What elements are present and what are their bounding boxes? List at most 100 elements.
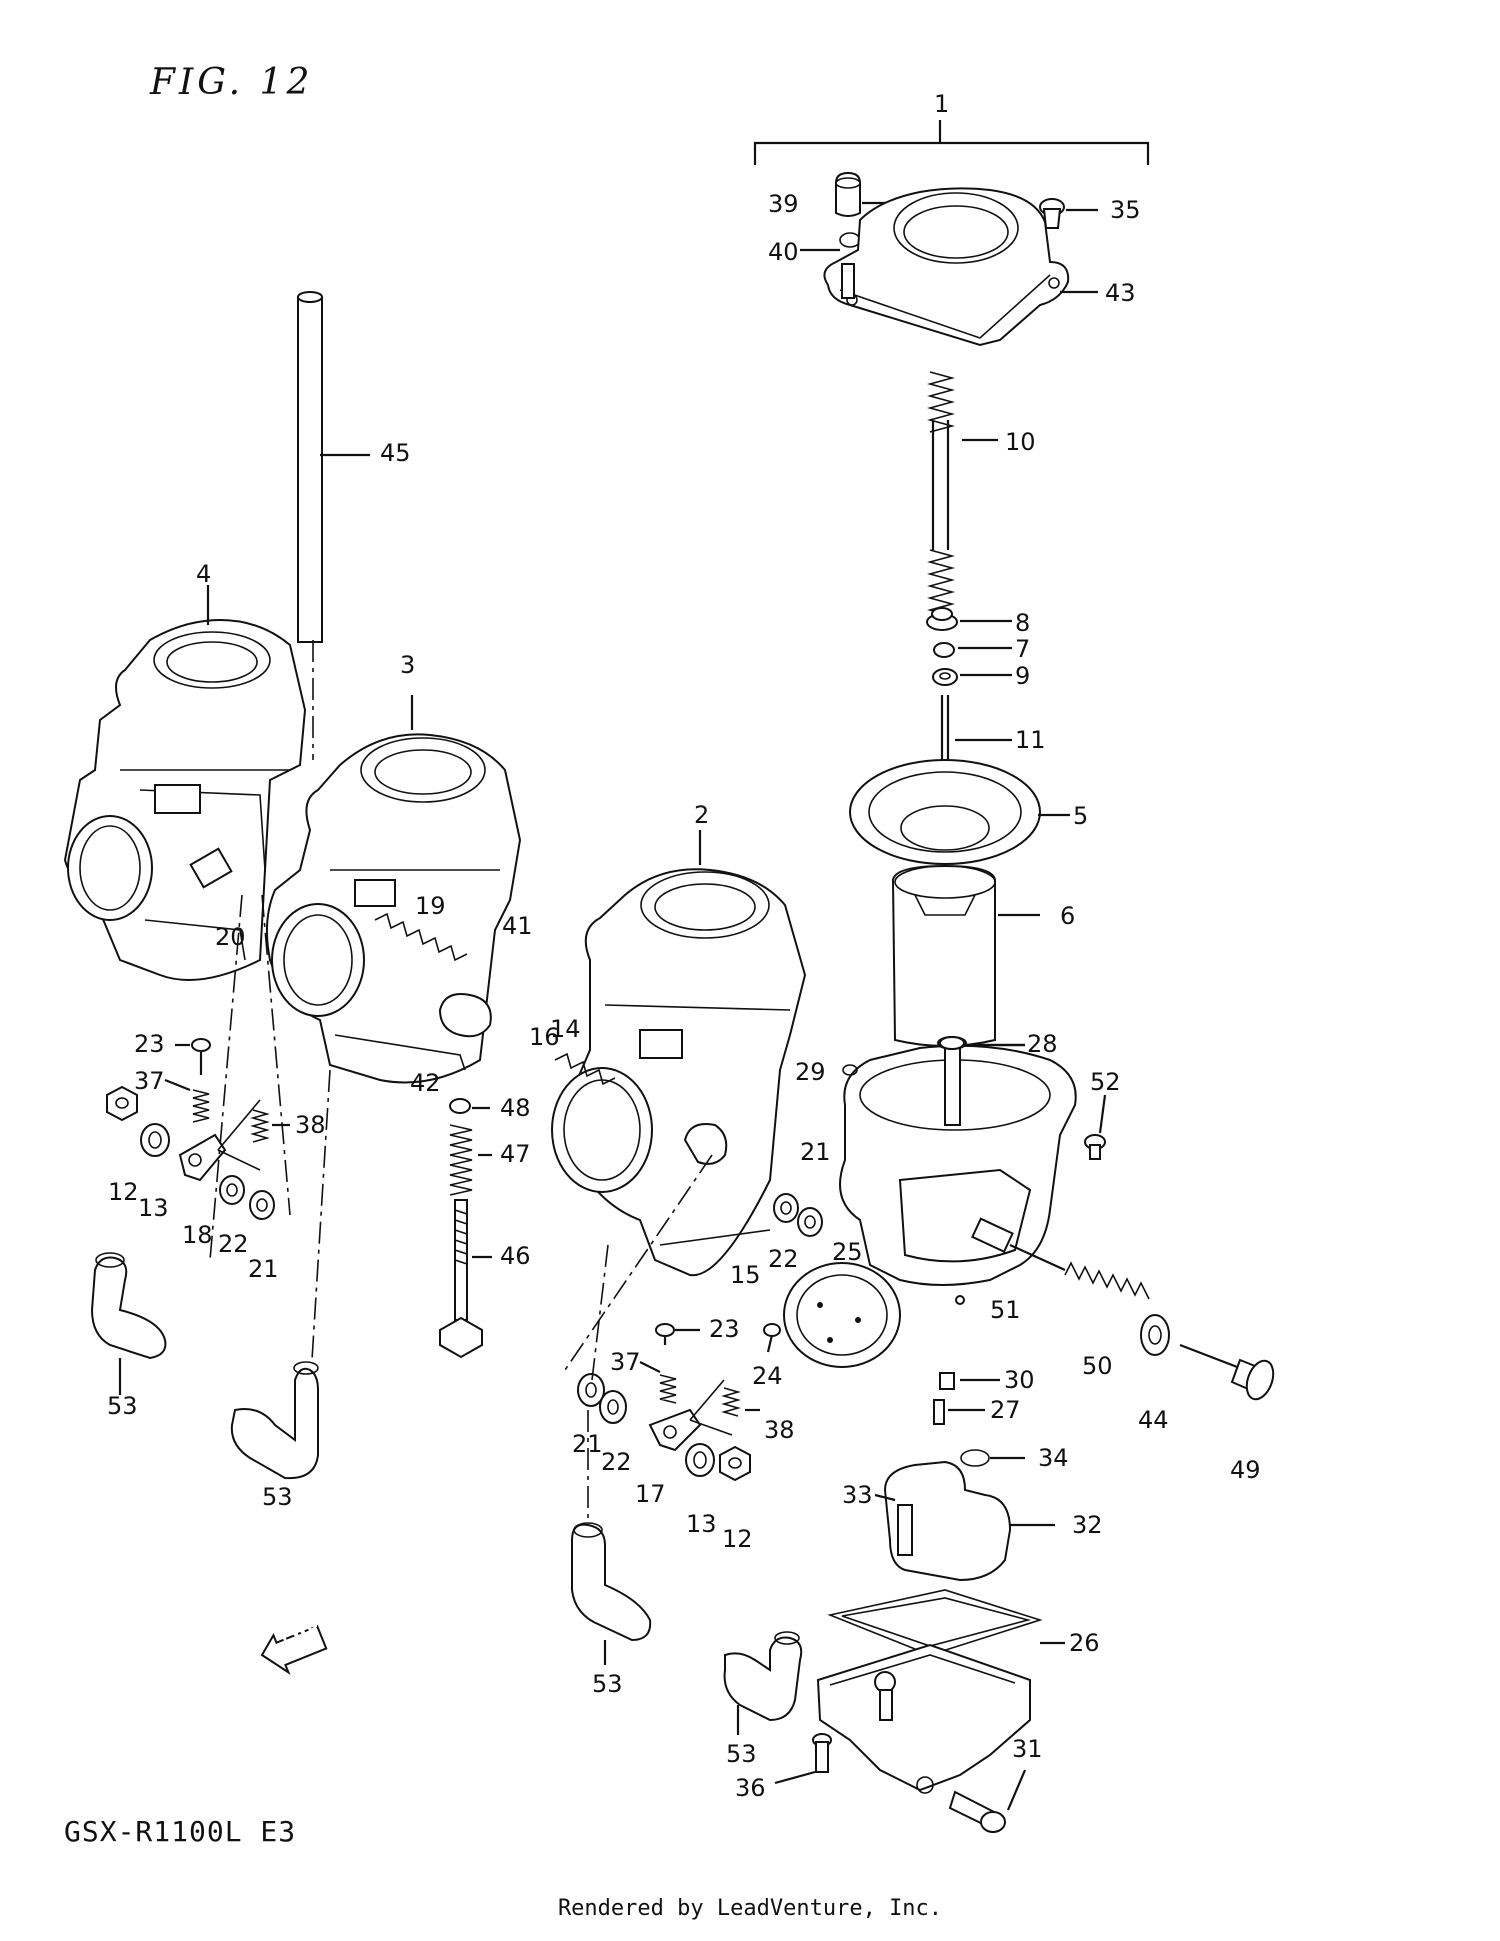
washer-44 <box>1140 1314 1170 1356</box>
callout-35: 35 <box>1110 196 1141 224</box>
fwd-arrow-icon <box>260 1624 328 1675</box>
callout-49: 49 <box>1230 1456 1261 1484</box>
callout-21-center: 21 <box>572 1430 603 1458</box>
callout-9: 9 <box>1015 662 1030 690</box>
callout-19: 19 <box>415 892 446 920</box>
callout-48: 48 <box>500 1094 531 1122</box>
callout-37-left: 37 <box>134 1067 165 1095</box>
washer-21-right <box>797 1207 823 1237</box>
clip-40 <box>800 232 861 252</box>
spring-38-center <box>689 1379 760 1436</box>
callout-3: 3 <box>400 651 415 679</box>
callout-30: 30 <box>1004 1366 1035 1394</box>
callout-47: 47 <box>500 1140 531 1168</box>
callout-25: 25 <box>832 1238 863 1266</box>
o-ring-34 <box>960 1449 1025 1467</box>
screw-24 <box>763 1323 781 1353</box>
carburetor-2 <box>551 830 807 1277</box>
callout-39: 39 <box>768 190 799 218</box>
callout-43: 43 <box>1105 279 1136 307</box>
carburetor-body <box>839 1036 1077 1305</box>
gasket-26 <box>827 1589 1065 1656</box>
carburetor-3 <box>266 695 522 1084</box>
spring-37-center <box>639 1361 677 1404</box>
screw-35 <box>1039 198 1098 229</box>
clip-29 <box>842 1064 858 1076</box>
callout-23-center: 23 <box>709 1315 740 1343</box>
top-cover-43 <box>823 187 1098 347</box>
washer-21-center <box>577 1373 605 1407</box>
float-chamber <box>816 1643 1031 1794</box>
callout-13-center: 13 <box>686 1510 717 1538</box>
callout-8: 8 <box>1015 609 1030 637</box>
callout-32: 32 <box>1072 1511 1103 1539</box>
spring-47 <box>449 1124 492 1196</box>
callout-4: 4 <box>196 560 211 588</box>
callout-34: 34 <box>1038 1444 1069 1472</box>
nut-12-left <box>106 1085 138 1122</box>
screw-23-center <box>655 1323 700 1345</box>
callout-20: 20 <box>215 923 246 951</box>
hose-53-d <box>723 1631 803 1735</box>
callout-5: 5 <box>1073 802 1088 830</box>
callout-53-b: 53 <box>262 1483 293 1511</box>
callout-41: 41 <box>502 912 533 940</box>
float-32 <box>874 1460 1055 1582</box>
callout-16: 16 <box>529 1023 560 1051</box>
callout-27: 27 <box>990 1396 1021 1424</box>
callout-17: 17 <box>635 1480 666 1508</box>
callout-38-center: 38 <box>764 1416 795 1444</box>
figure-title: FIG. 12 <box>150 62 314 103</box>
screw-36 <box>774 1733 832 1785</box>
callout-22-center: 22 <box>601 1448 632 1476</box>
hose-53-c <box>571 1522 652 1665</box>
washer-9 <box>932 668 1012 686</box>
drain-screw-31 <box>948 1769 1027 1833</box>
callout-21-right: 21 <box>800 1138 831 1166</box>
spring-50 <box>1064 1261 1150 1300</box>
callout-31: 31 <box>1012 1735 1043 1763</box>
callout-50: 50 <box>1082 1352 1113 1380</box>
footer-credit: Rendered by LeadVenture, Inc. <box>557 1896 943 1921</box>
screw-49 <box>1179 1343 1275 1401</box>
callout-7: 7 <box>1015 635 1030 663</box>
callout-26: 26 <box>1069 1629 1100 1657</box>
callout-37-center: 37 <box>610 1348 641 1376</box>
washer-48 <box>449 1098 490 1114</box>
screw-52 <box>1084 1094 1107 1160</box>
spring-38-left <box>217 1099 290 1171</box>
callout-18: 18 <box>182 1221 213 1249</box>
callout-24: 24 <box>752 1362 783 1390</box>
callout-11: 11 <box>1015 726 1046 754</box>
callout-51: 51 <box>990 1296 1021 1324</box>
callout-44: 44 <box>1138 1406 1169 1434</box>
jet-27 <box>933 1399 985 1425</box>
callout-53-a: 53 <box>107 1392 138 1420</box>
jet-30 <box>939 1372 1000 1390</box>
callout-21-left: 21 <box>248 1255 279 1283</box>
hose-53-b <box>230 1361 319 1480</box>
callout-13-left: 13 <box>138 1194 169 1222</box>
callout-53-c: 53 <box>592 1670 623 1698</box>
lever-18 <box>178 1133 227 1182</box>
spring-37-left <box>164 1078 210 1123</box>
callout-2: 2 <box>694 801 709 829</box>
cap-39 <box>835 171 888 217</box>
washer-13-left <box>140 1123 170 1157</box>
screw-28 <box>939 1036 1025 1050</box>
callout-40: 40 <box>768 238 799 266</box>
callout-22-right: 22 <box>768 1245 799 1273</box>
screw-46 <box>439 1199 492 1359</box>
callout-28: 28 <box>1027 1030 1058 1058</box>
lever-17 <box>648 1408 702 1452</box>
callout-36: 36 <box>735 1774 766 1802</box>
hose-53-a <box>90 1252 167 1395</box>
washer-13-center <box>685 1443 715 1477</box>
nut-12-center <box>719 1445 751 1482</box>
callout-12-left: 12 <box>108 1178 139 1206</box>
joint-pipe-45 <box>297 291 370 643</box>
callout-46: 46 <box>500 1242 531 1270</box>
centerlines <box>209 640 713 1525</box>
callout-29: 29 <box>795 1058 826 1086</box>
